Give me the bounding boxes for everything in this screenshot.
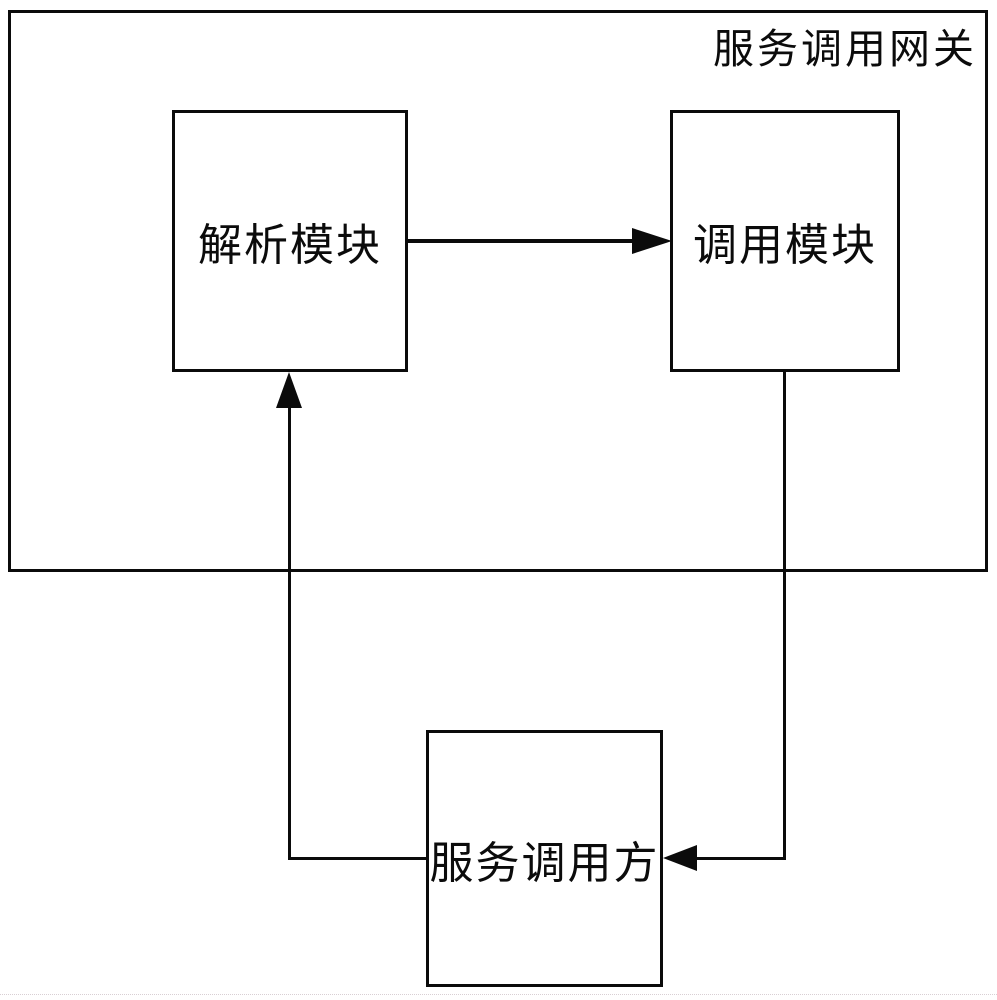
arrowhead-up-icon — [276, 372, 302, 408]
node-service-caller: 服务调用方 — [426, 730, 663, 987]
edge-parse-to-invoke-line — [408, 239, 634, 243]
arrowhead-left-icon — [663, 845, 697, 871]
service-caller-label: 服务调用方 — [429, 838, 660, 888]
invoke-module-label: 调用模块 — [693, 221, 877, 270]
edge-caller-to-parse-vline — [288, 402, 291, 860]
edge-caller-to-parse-hline — [289, 857, 426, 860]
edge-invoke-to-caller-vline — [783, 372, 786, 860]
gateway-label: 服务调用网关 — [713, 26, 977, 72]
parse-module-label: 解析模块 — [198, 221, 382, 270]
scan-artifact-line — [0, 994, 997, 995]
arrowhead-right-icon — [632, 228, 672, 254]
node-parse-module: 解析模块 — [172, 110, 408, 372]
edge-invoke-to-caller-hline — [694, 857, 786, 860]
node-invoke-module: 调用模块 — [670, 110, 900, 372]
